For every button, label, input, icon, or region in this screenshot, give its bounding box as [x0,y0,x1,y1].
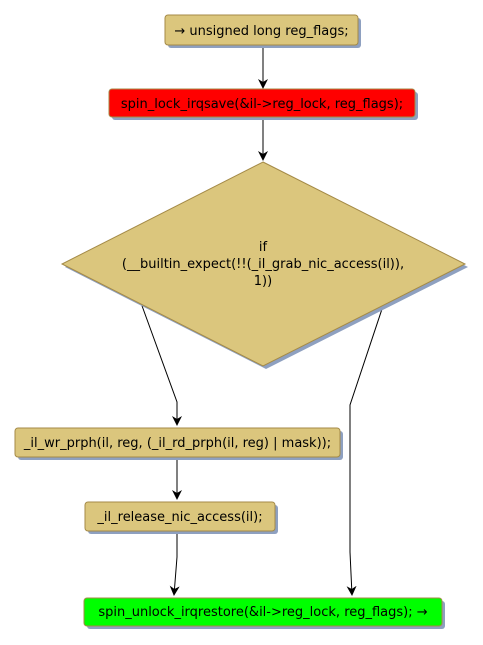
lock-node: spin_lock_irqsave(&il->reg_lock, reg_fla… [108,88,418,120]
lock-node-label: spin_lock_irqsave(&il->reg_lock, reg_fla… [121,97,403,112]
decision-line-3: 1)) [254,274,272,289]
unlock-node: spin_unlock_irqrestore(&il->reg_lock, re… [83,597,445,629]
decision-line-2: (__builtin_expect(!!(_il_grab_nic_access… [122,257,404,272]
start-node-label: → unsigned long reg_flags; [174,24,348,39]
edges [140,46,385,596]
unlock-node-label: spin_unlock_irqrestore(&il->reg_lock, re… [98,605,427,620]
write-node: _il_wr_prph(il, reg, (_il_rd_prph(il, re… [14,427,343,460]
edge-decision-to-unlock [346,302,385,596]
edge-decision-to-write [140,302,182,426]
release-node: _il_release_nic_access(il); [84,501,278,534]
decision-line-1: if [259,240,268,255]
edge-release-to-unlock [169,531,180,596]
start-node: → unsigned long reg_flags; [164,14,361,48]
write-node-label: _il_wr_prph(il, reg, (_il_rd_prph(il, re… [23,436,331,451]
release-node-label: _il_release_nic_access(il); [96,510,262,525]
decision-node: if (__builtin_expect(!!(_il_grab_nic_acc… [60,161,468,369]
